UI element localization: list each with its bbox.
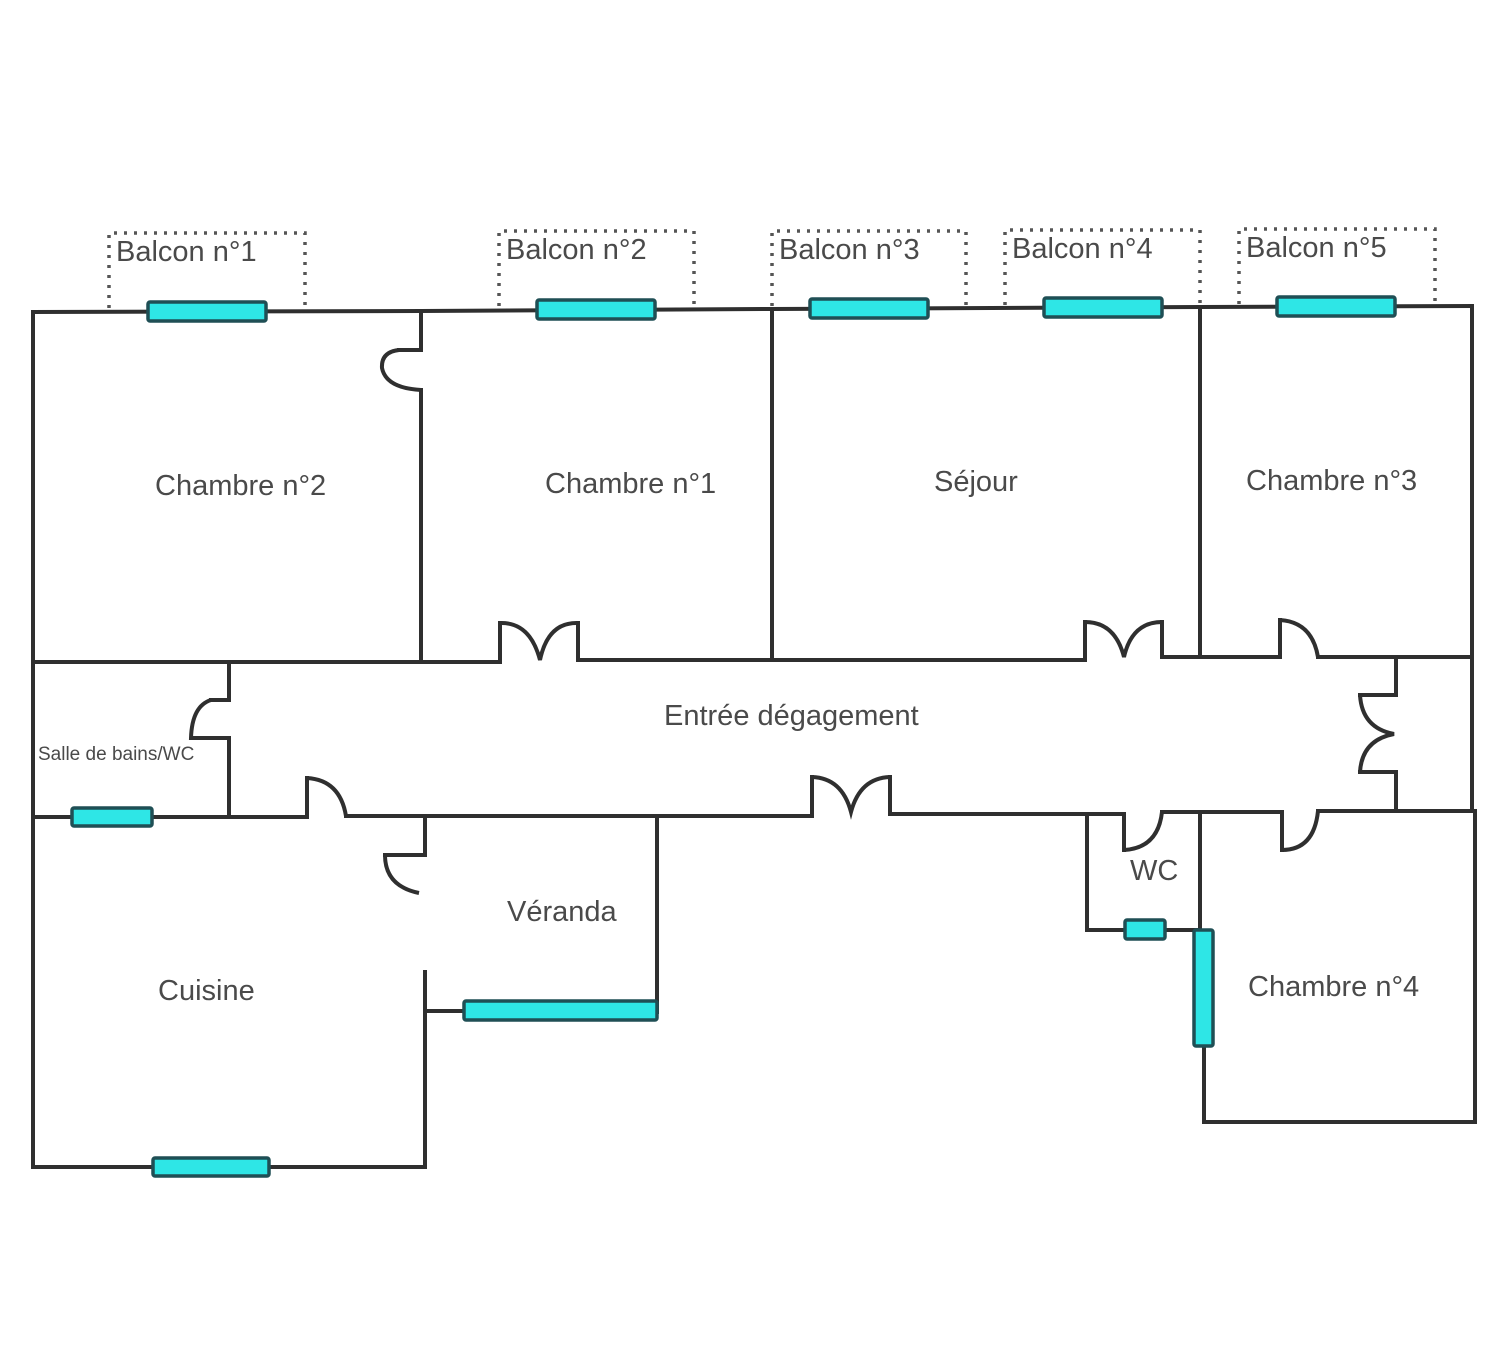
windows (70, 295, 1397, 1178)
window-wc (1123, 918, 1167, 941)
window-balcony-3 (808, 297, 930, 320)
wall-chambre4 (1202, 809, 1477, 1124)
balcony-5-outline (1237, 227, 1437, 304)
balcony-2-outline (497, 229, 696, 306)
window-balcony-5 (1275, 295, 1397, 318)
wall-corridor-bottom (31, 775, 1474, 852)
walls (30, 303, 1477, 1169)
room-label-chambre2: Chambre n°2 (155, 470, 326, 502)
window-cuisine (151, 1156, 271, 1178)
door-closet (1358, 694, 1395, 773)
room-label-salle-de-bains: Salle de bains/WC (38, 744, 194, 765)
doors (188, 348, 1395, 895)
room-label-chambre1: Chambre n°1 (545, 468, 716, 500)
room-label-chambre4: Chambre n°4 (1248, 971, 1419, 1003)
wall-bathroom (209, 660, 231, 818)
balcony-3-label: Balcon n°3 (779, 234, 920, 266)
door-sejour (1084, 620, 1163, 658)
wall-corridor-top (31, 618, 1474, 664)
door-wc (1123, 811, 1164, 852)
balcony-4-outline (1003, 228, 1202, 305)
room-label-chambre3: Chambre n°3 (1246, 465, 1417, 497)
window-balcony-2 (535, 298, 657, 321)
door-bathroom (188, 698, 229, 740)
balcony-2-label: Balcon n°2 (506, 234, 647, 266)
balcony-1-outline (107, 231, 307, 308)
wall-ch2-ch1 (397, 309, 423, 662)
door-cuisine-corridor (306, 776, 348, 817)
window-chambre4 (1192, 928, 1215, 1048)
window-bathroom (70, 806, 154, 828)
wall-cuisine-veranda (383, 815, 427, 1169)
door-chambre1 (499, 620, 579, 661)
room-label-sejour: Séjour (934, 466, 1018, 498)
door-chambre3 (1279, 618, 1320, 658)
door-entrance (811, 775, 891, 820)
balcony-1-label: Balcon n°1 (116, 236, 257, 268)
balcony-3-outline (770, 229, 968, 306)
window-balcony-1 (146, 300, 268, 323)
door-veranda (383, 854, 420, 895)
door-chambre4 (1281, 810, 1320, 852)
balconies (107, 227, 1437, 308)
window-veranda (462, 999, 659, 1022)
balcony-5-label: Balcon n°5 (1246, 232, 1387, 264)
wall-closet (1358, 656, 1398, 812)
room-label-veranda: Véranda (507, 896, 618, 928)
window-balcony-4 (1042, 296, 1164, 319)
balcony-4-label: Balcon n°4 (1012, 233, 1153, 265)
door-chambre2 (379, 348, 422, 392)
room-label-wc: WC (1130, 855, 1178, 887)
room-label-entree: Entrée dégagement (664, 700, 919, 732)
room-label-cuisine: Cuisine (158, 975, 255, 1007)
labels: Balcon n°1 Balcon n°2 Balcon n°3 Balcon … (38, 232, 1419, 1007)
